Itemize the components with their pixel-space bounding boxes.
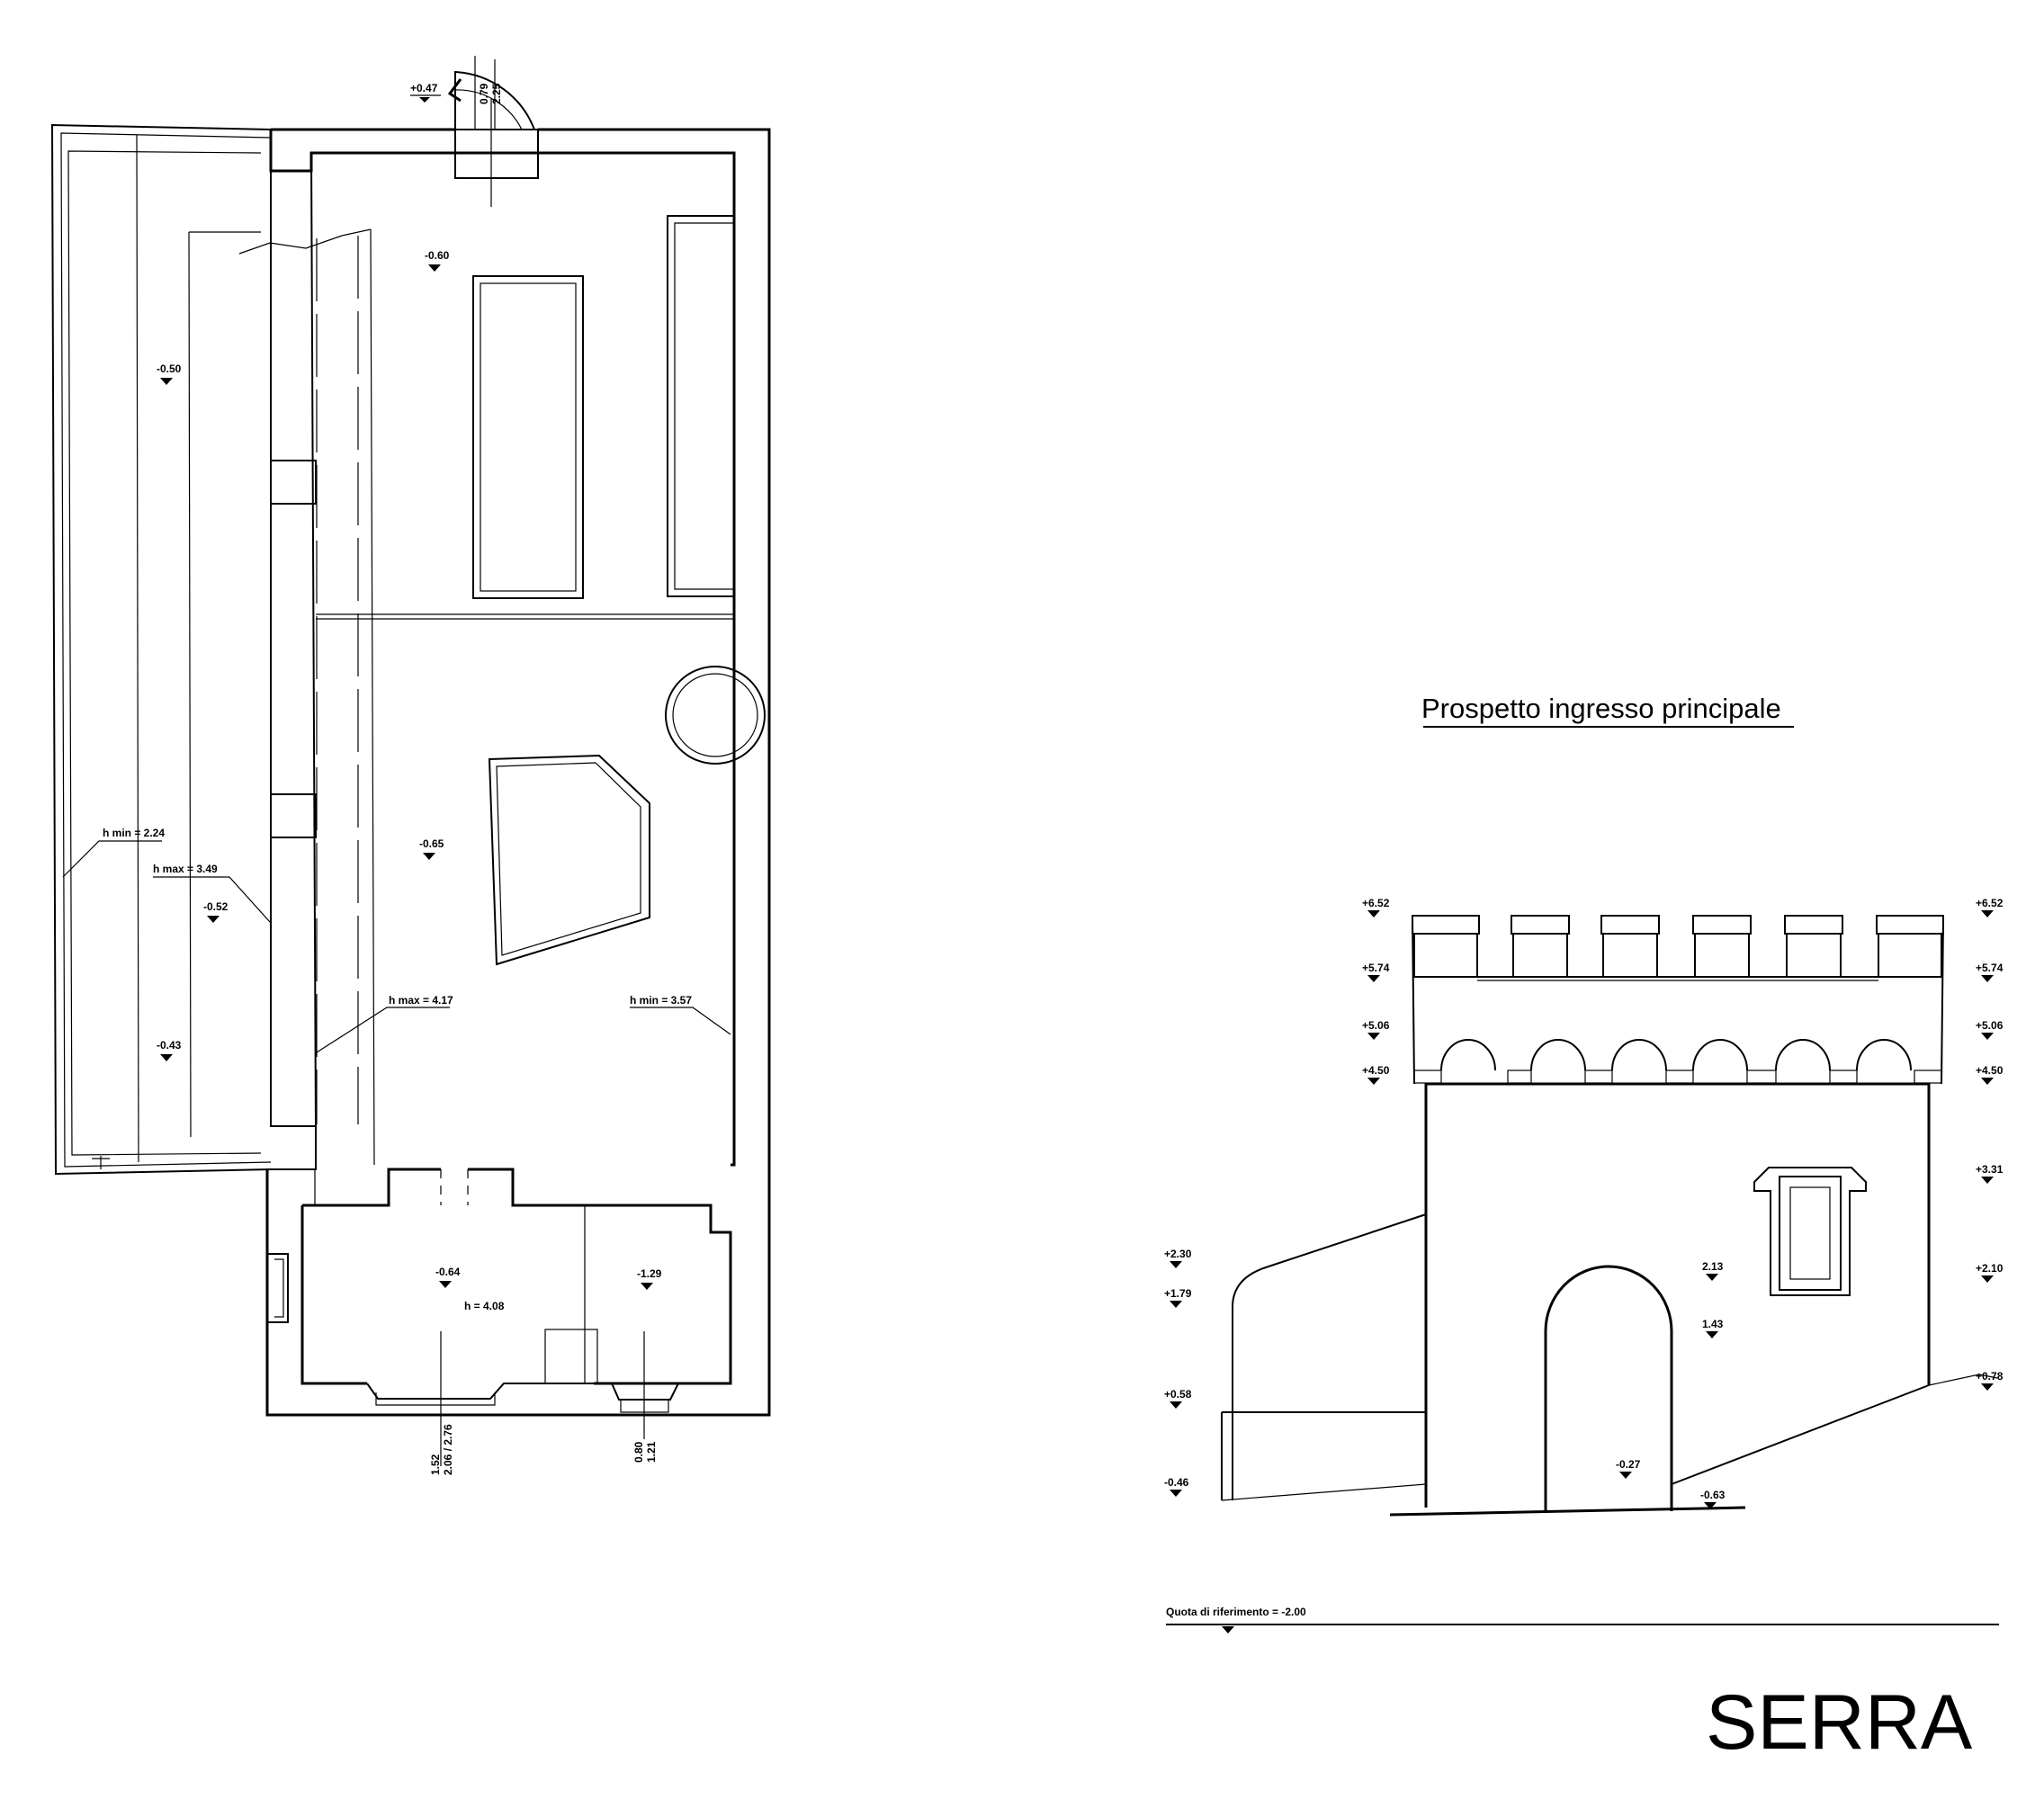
- plan-dimensions: 0.79 2.25 1.52 2.06 / 2.76 0.80 1.21: [429, 83, 658, 1475]
- side-lean-to: [50, 123, 272, 1176]
- plan-height-labels: h min = 2.24 h max = 3.49 h max = 4.17 h…: [103, 827, 692, 1312]
- tower-elevation: [1221, 915, 1998, 1517]
- window-dim-a: 0.80: [632, 1441, 645, 1463]
- room-hmin-label: h min = 3.57: [630, 994, 692, 1007]
- svg-text:+6.52: +6.52: [1362, 897, 1390, 909]
- wall-level-1: +2.30: [1164, 1248, 1192, 1268]
- left-level-3: +5.06: [1362, 1019, 1390, 1040]
- svg-text:-0.50: -0.50: [157, 362, 182, 375]
- ground-level: -0.63: [1700, 1489, 1726, 1509]
- svg-text:+5.74: +5.74: [1362, 962, 1390, 974]
- svg-text:+0.78: +0.78: [1976, 1370, 2004, 1383]
- svg-text:+3.31: +3.31: [1976, 1163, 2004, 1176]
- left-level-4: +4.50: [1362, 1064, 1390, 1085]
- svg-text:+4.50: +4.50: [1362, 1064, 1390, 1077]
- wall-level-4: -0.46: [1164, 1476, 1189, 1497]
- level-middle-room: -0.65: [419, 837, 444, 860]
- wall-level-2: +1.79: [1164, 1287, 1192, 1308]
- window-dim-b: 1.21: [645, 1441, 658, 1463]
- svg-text:+0.58: +0.58: [1164, 1388, 1192, 1401]
- svg-text:+2.10: +2.10: [1976, 1262, 2004, 1275]
- level-stair-landing: +0.47: [410, 82, 441, 103]
- svg-text:+2.30: +2.30: [1164, 1248, 1192, 1260]
- elevation-wall-levels: +2.30 +1.79 +0.58 -0.46: [1164, 1248, 1192, 1497]
- right-level-1: +6.52: [1976, 897, 2004, 917]
- reference-level-label: Quota di riferimento = -2.00: [1166, 1606, 1306, 1618]
- svg-text:+1.79: +1.79: [1164, 1287, 1192, 1300]
- level-lower-room: -0.64: [435, 1266, 461, 1288]
- stair-dim-b: 2.25: [490, 83, 503, 104]
- elevation-left-levels: +6.52 +5.74 +5.06 +4.50: [1362, 897, 1390, 1085]
- side-hmax-label: h max = 3.49: [153, 863, 218, 875]
- svg-text:+0.47: +0.47: [410, 82, 438, 94]
- level-side-bottom: -0.43: [157, 1039, 182, 1061]
- svg-text:-0.46: -0.46: [1164, 1476, 1189, 1489]
- door-dim-a: 1.52: [429, 1454, 442, 1475]
- level-lower-right-room: -1.29: [637, 1267, 662, 1290]
- level-side-top: -0.50: [157, 362, 182, 385]
- svg-text:-0.60: -0.60: [425, 249, 450, 262]
- svg-text:+5.06: +5.06: [1976, 1019, 2004, 1032]
- door-dim-b: 2.06 / 2.76: [442, 1424, 454, 1475]
- room-hmax-label: h max = 4.17: [389, 994, 453, 1007]
- svg-text:1.43: 1.43: [1702, 1318, 1724, 1330]
- side-hmin-label: h min = 2.24: [103, 827, 165, 839]
- svg-text:+5.06: +5.06: [1362, 1019, 1390, 1032]
- door-level: -0.27: [1616, 1458, 1641, 1479]
- left-level-1: +6.52: [1362, 897, 1390, 917]
- svg-text:+4.50: +4.50: [1976, 1064, 2004, 1077]
- svg-text:-0.65: -0.65: [419, 837, 444, 850]
- right-level-5: +3.31: [1976, 1163, 2004, 1184]
- svg-text:2.13: 2.13: [1702, 1260, 1724, 1273]
- elevation-right-levels: +6.52 +5.74 +5.06 +4.50 +3.31 +2.10: [1976, 897, 2004, 1391]
- window-bottom-level: 1.43: [1702, 1318, 1724, 1338]
- main-walls: [62, 56, 771, 1466]
- level-corridor: -0.52: [203, 900, 229, 923]
- floor-plan: +0.47 -0.60 -0.50 -0.65 -0.52 -0.43: [50, 56, 771, 1475]
- right-level-2: +5.74: [1976, 962, 2004, 982]
- svg-text:-1.29: -1.29: [637, 1267, 662, 1280]
- window-top-level: 2.13: [1702, 1260, 1724, 1281]
- svg-text:-0.27: -0.27: [1616, 1458, 1641, 1471]
- svg-text:-0.52: -0.52: [203, 900, 229, 913]
- right-level-7: +0.78: [1976, 1370, 2004, 1391]
- wall-level-3: +0.58: [1164, 1388, 1192, 1409]
- stair-dim-a: 0.79: [478, 83, 490, 104]
- svg-text:+5.74: +5.74: [1976, 962, 2004, 974]
- svg-text:-0.64: -0.64: [435, 1266, 461, 1278]
- lower-room-height-label: h = 4.08: [464, 1300, 505, 1312]
- drawing-title: SERRA: [1706, 1679, 1973, 1766]
- elevation: Prospetto ingresso principale: [1164, 693, 2004, 1633]
- level-upper-room: -0.60: [425, 249, 450, 272]
- elevation-title: Prospetto ingresso principale: [1421, 693, 1781, 724]
- reference-level: Quota di riferimento = -2.00: [1166, 1606, 1999, 1633]
- plan-level-markers: +0.47 -0.60 -0.50 -0.65 -0.52 -0.43: [157, 82, 662, 1290]
- svg-text:-0.63: -0.63: [1700, 1489, 1726, 1501]
- right-level-6: +2.10: [1976, 1262, 2004, 1283]
- right-level-3: +5.06: [1976, 1019, 2004, 1040]
- left-level-2: +5.74: [1362, 962, 1390, 982]
- elevation-feature-levels: 2.13 1.43 -0.27 -0.63: [1616, 1260, 1726, 1509]
- svg-text:+6.52: +6.52: [1976, 897, 2004, 909]
- right-level-4: +4.50: [1976, 1064, 2004, 1085]
- svg-text:-0.43: -0.43: [157, 1039, 182, 1052]
